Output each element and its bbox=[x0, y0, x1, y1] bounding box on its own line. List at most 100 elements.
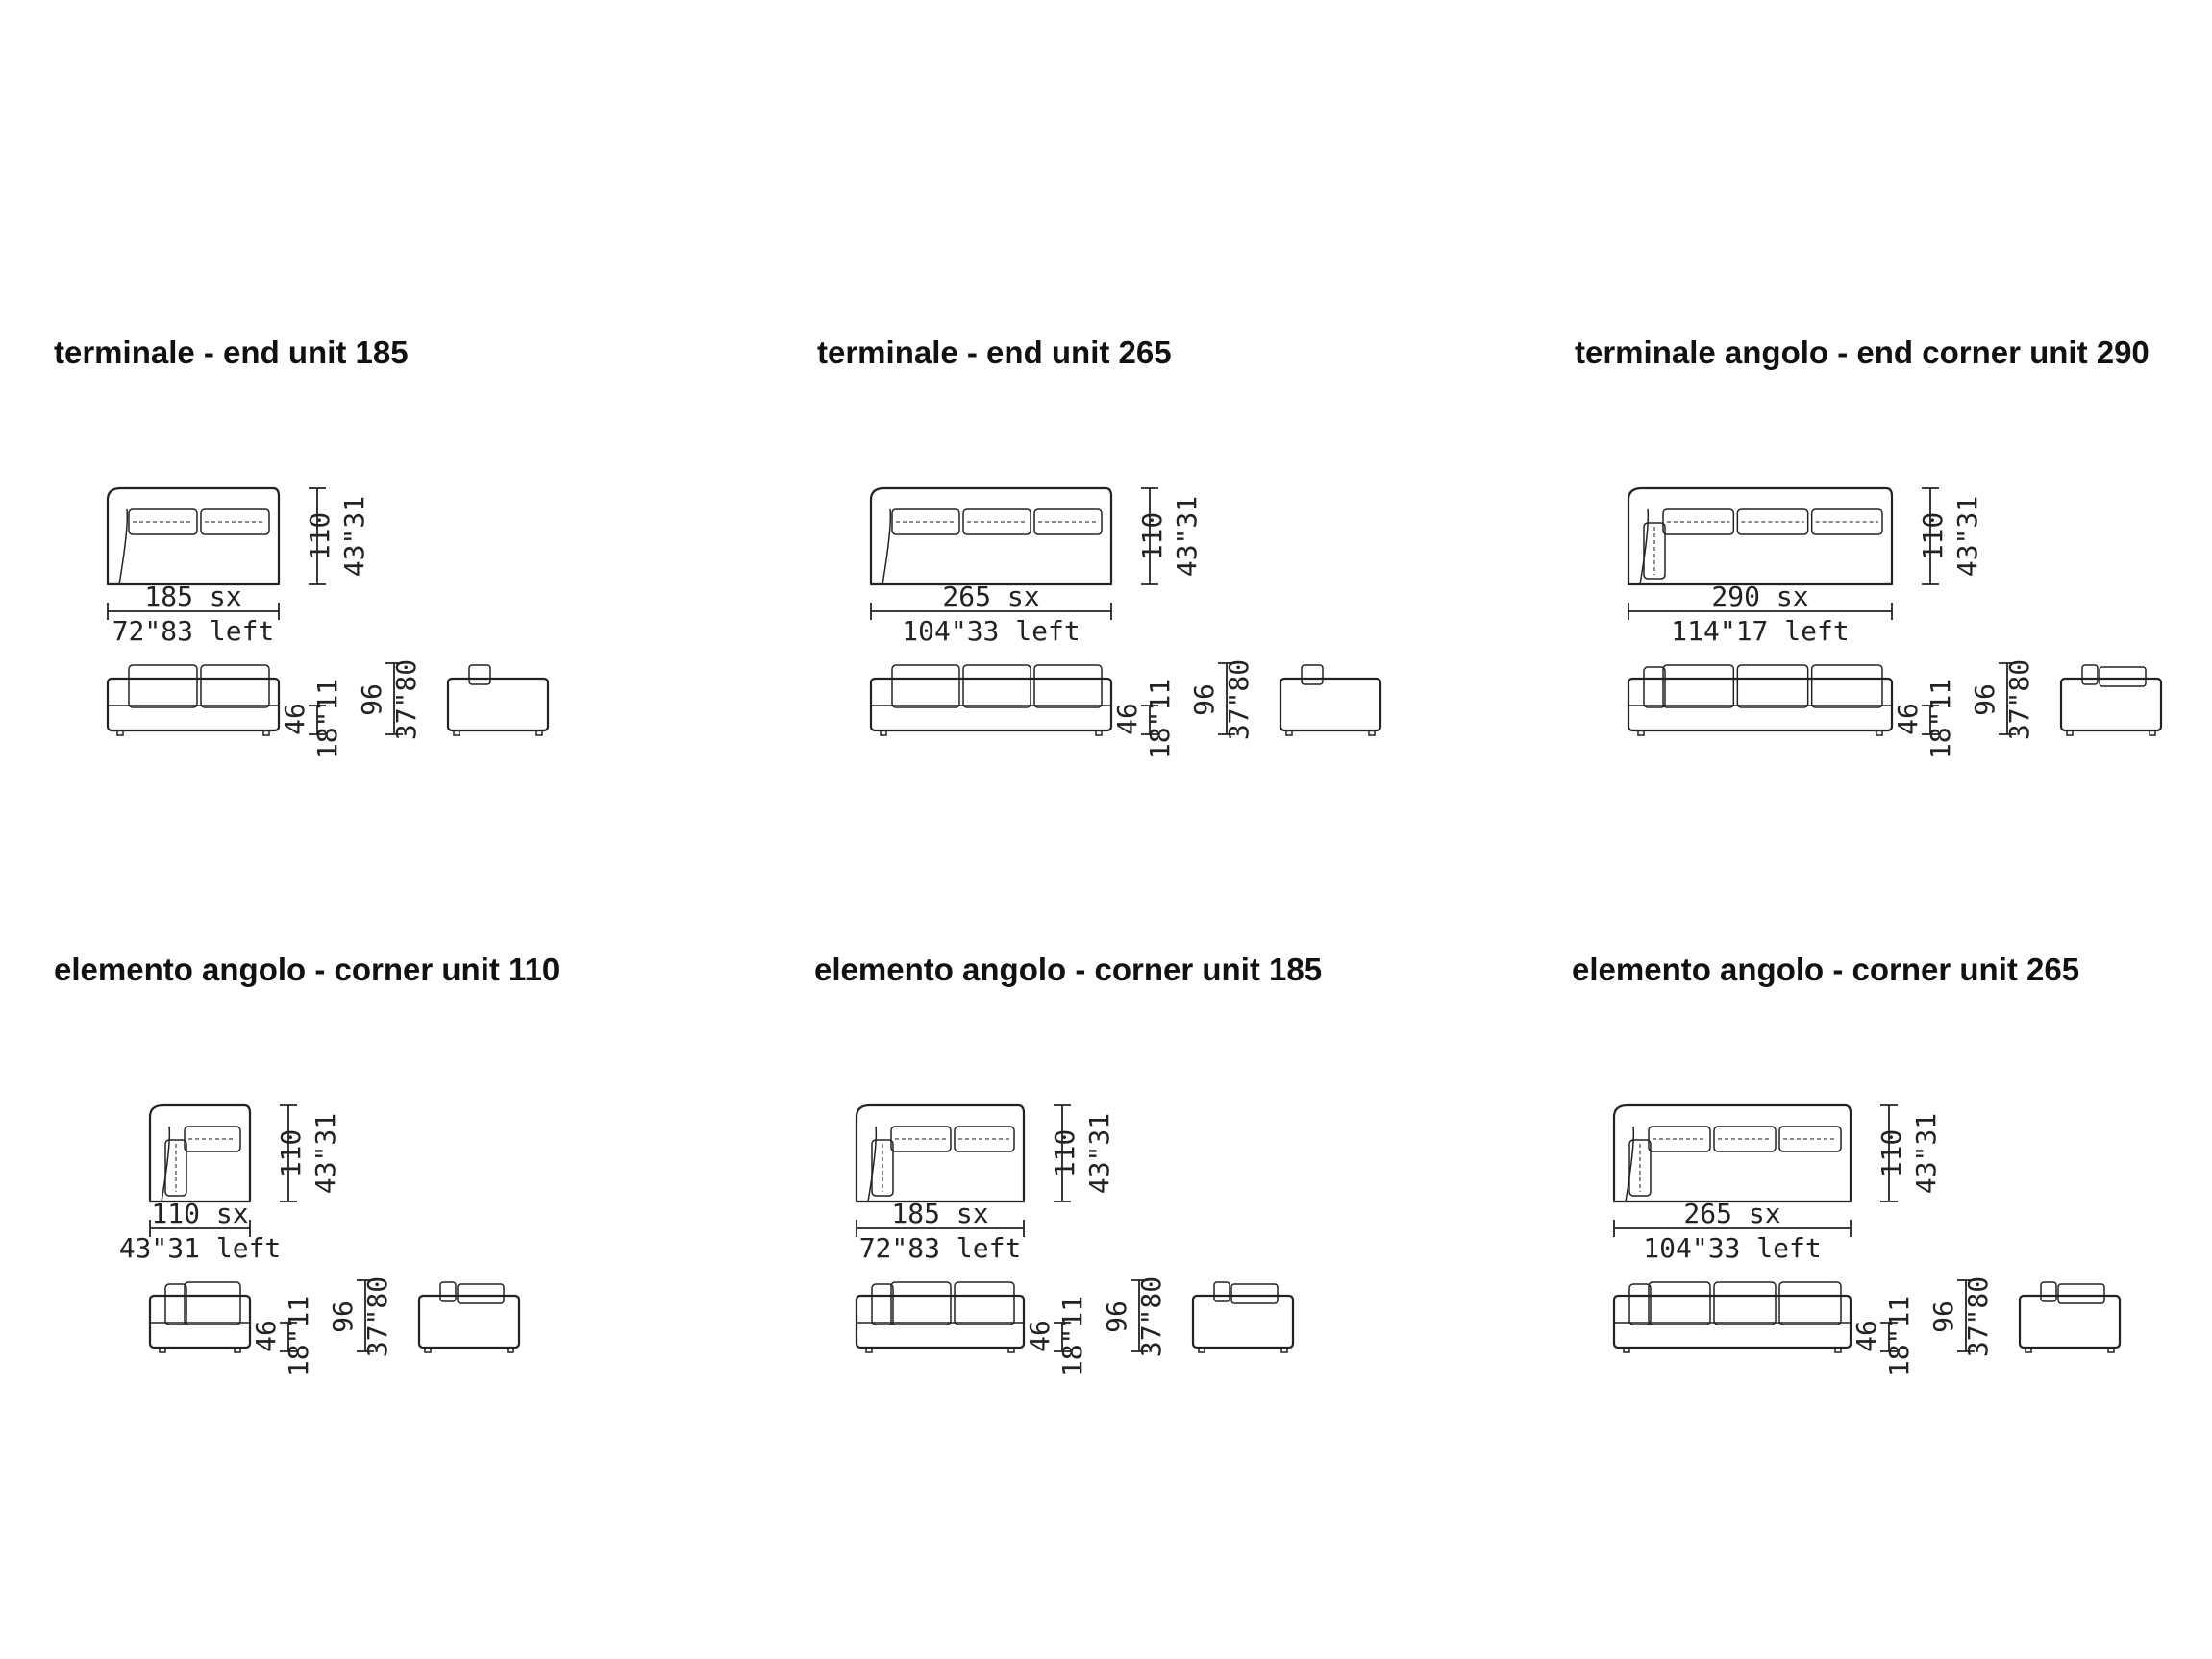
front-back-cushion bbox=[1662, 664, 1735, 708]
width-cm-label-value: 265 bbox=[1683, 1198, 1748, 1229]
width-in-label: 104"33 left bbox=[902, 615, 1080, 647]
side-back-cushion bbox=[2040, 1281, 2057, 1302]
height-cm-label: 96 bbox=[327, 1300, 359, 1333]
height-cm-label: 96 bbox=[1188, 683, 1220, 716]
depth-cm-label: 110 bbox=[1876, 1129, 1907, 1178]
width-in-label: 104"33 left bbox=[1643, 1232, 1821, 1264]
plan-side-cushion bbox=[1628, 1139, 1652, 1197]
depth-in-label: 43"31 bbox=[1910, 1113, 1942, 1194]
depth-in-label: 43"31 bbox=[338, 496, 370, 577]
plan-back-cushion bbox=[954, 1126, 1015, 1152]
front-outline bbox=[1627, 677, 1894, 732]
seat-height-cm-label: 46 bbox=[1892, 703, 1924, 735]
width-cm-label: 265 sx bbox=[1683, 1198, 1780, 1229]
width-cm-label-side: sx bbox=[210, 581, 242, 612]
side-foot bbox=[1280, 1347, 1288, 1353]
front-back-cushion bbox=[954, 1281, 1015, 1325]
height-in-label: 37"80 bbox=[1223, 659, 1255, 740]
width-cm-label-side: sx bbox=[1749, 1198, 1781, 1229]
plan-outline bbox=[1612, 1103, 1852, 1203]
side-foot bbox=[535, 730, 543, 736]
depth-cm-label: 110 bbox=[304, 512, 336, 561]
seat-height-cm-label: 46 bbox=[279, 703, 311, 735]
side-foot bbox=[424, 1347, 432, 1353]
width-in-label-value: 43"31 bbox=[119, 1232, 216, 1264]
width-in-label-side: left bbox=[210, 615, 274, 647]
width-in-label-side: left bbox=[1756, 1232, 1821, 1264]
front-foot bbox=[159, 1347, 166, 1353]
width-in-label: 72"83 left bbox=[859, 1232, 1022, 1264]
width-in-label-side: left bbox=[1015, 615, 1080, 647]
depth-in-label: 43"31 bbox=[310, 1113, 341, 1194]
seat-height-in-label: 18"11 bbox=[1144, 679, 1176, 759]
front-outline bbox=[148, 1294, 252, 1349]
width-in-label-value: 104"33 bbox=[902, 615, 1015, 647]
width-in-label-value: 114"17 bbox=[1671, 615, 1784, 647]
side-outline bbox=[446, 677, 550, 732]
front-side-cushion bbox=[871, 1283, 894, 1325]
side-outline bbox=[1191, 1294, 1295, 1349]
seat-height-cm-label: 46 bbox=[250, 1320, 282, 1352]
plan-back-cushion bbox=[962, 508, 1031, 535]
side-foot bbox=[1368, 730, 1376, 736]
unit-title: terminale - end unit 265 bbox=[817, 334, 1172, 370]
plan-back-cushion bbox=[1648, 1126, 1711, 1152]
plan-outline bbox=[106, 486, 281, 586]
plan-side-cushion bbox=[1643, 522, 1666, 580]
width-cm-label-side: sx bbox=[1007, 581, 1040, 612]
plan-arm-line bbox=[161, 1126, 171, 1202]
side-foot bbox=[507, 1347, 514, 1353]
front-foot bbox=[1007, 1347, 1015, 1353]
front-foot bbox=[1623, 1347, 1630, 1353]
side-back-cushion bbox=[468, 664, 491, 685]
front-back-cushion bbox=[200, 664, 270, 708]
width-in-label-value: 104"33 bbox=[1643, 1232, 1756, 1264]
height-cm-label: 96 bbox=[1927, 1300, 1959, 1333]
side-back-cushion bbox=[1213, 1281, 1230, 1302]
side-foot bbox=[2107, 1347, 2115, 1353]
front-back-cushion bbox=[1713, 1281, 1777, 1325]
width-in-label: 114"17 left bbox=[1671, 615, 1849, 647]
width-cm-label: 110 sx bbox=[151, 1198, 248, 1229]
side-outline bbox=[1279, 677, 1382, 732]
plan-back-cushion bbox=[890, 1126, 952, 1152]
depth-cm-label: 110 bbox=[1917, 512, 1949, 561]
width-cm-label-side: sx bbox=[1777, 581, 1809, 612]
side-back-cushion bbox=[439, 1281, 457, 1302]
side-outline bbox=[417, 1294, 521, 1349]
front-back-cushion bbox=[1033, 664, 1103, 708]
front-outline bbox=[1612, 1294, 1852, 1349]
side-foot bbox=[453, 730, 460, 736]
front-foot bbox=[234, 1347, 241, 1353]
width-cm-label: 290 sx bbox=[1711, 581, 1808, 612]
width-cm-label: 185 sx bbox=[891, 1198, 988, 1229]
side-back-cushion bbox=[2081, 664, 2099, 685]
plan-back-cushion bbox=[1713, 1126, 1777, 1152]
unit-title: terminale angolo - end corner unit 290 bbox=[1575, 334, 2150, 370]
side-seat-cushion bbox=[2099, 666, 2147, 687]
front-side-cushion bbox=[164, 1283, 187, 1325]
height-cm-label: 96 bbox=[1101, 1300, 1132, 1333]
side-seat-cushion bbox=[2057, 1283, 2105, 1304]
width-in-label-side: left bbox=[216, 1232, 281, 1264]
plan-arm-line bbox=[867, 1126, 878, 1202]
side-seat-cushion bbox=[457, 1283, 505, 1304]
front-foot bbox=[880, 730, 887, 736]
unit-title: elemento angolo - corner unit 265 bbox=[1572, 952, 2080, 987]
depth-in-label: 43"31 bbox=[1951, 496, 1983, 577]
width-cm-label-value: 290 bbox=[1711, 581, 1776, 612]
plan-arm-line bbox=[118, 508, 129, 585]
unit-title: elemento angolo - corner unit 110 bbox=[54, 952, 560, 987]
front-outline bbox=[869, 677, 1113, 732]
plan-outline bbox=[1627, 486, 1894, 586]
side-foot bbox=[1285, 730, 1293, 736]
front-foot bbox=[1876, 730, 1883, 736]
side-foot bbox=[2066, 730, 2074, 736]
front-foot bbox=[116, 730, 124, 736]
front-foot bbox=[1834, 1347, 1842, 1353]
height-in-label: 37"80 bbox=[1962, 1276, 1994, 1357]
